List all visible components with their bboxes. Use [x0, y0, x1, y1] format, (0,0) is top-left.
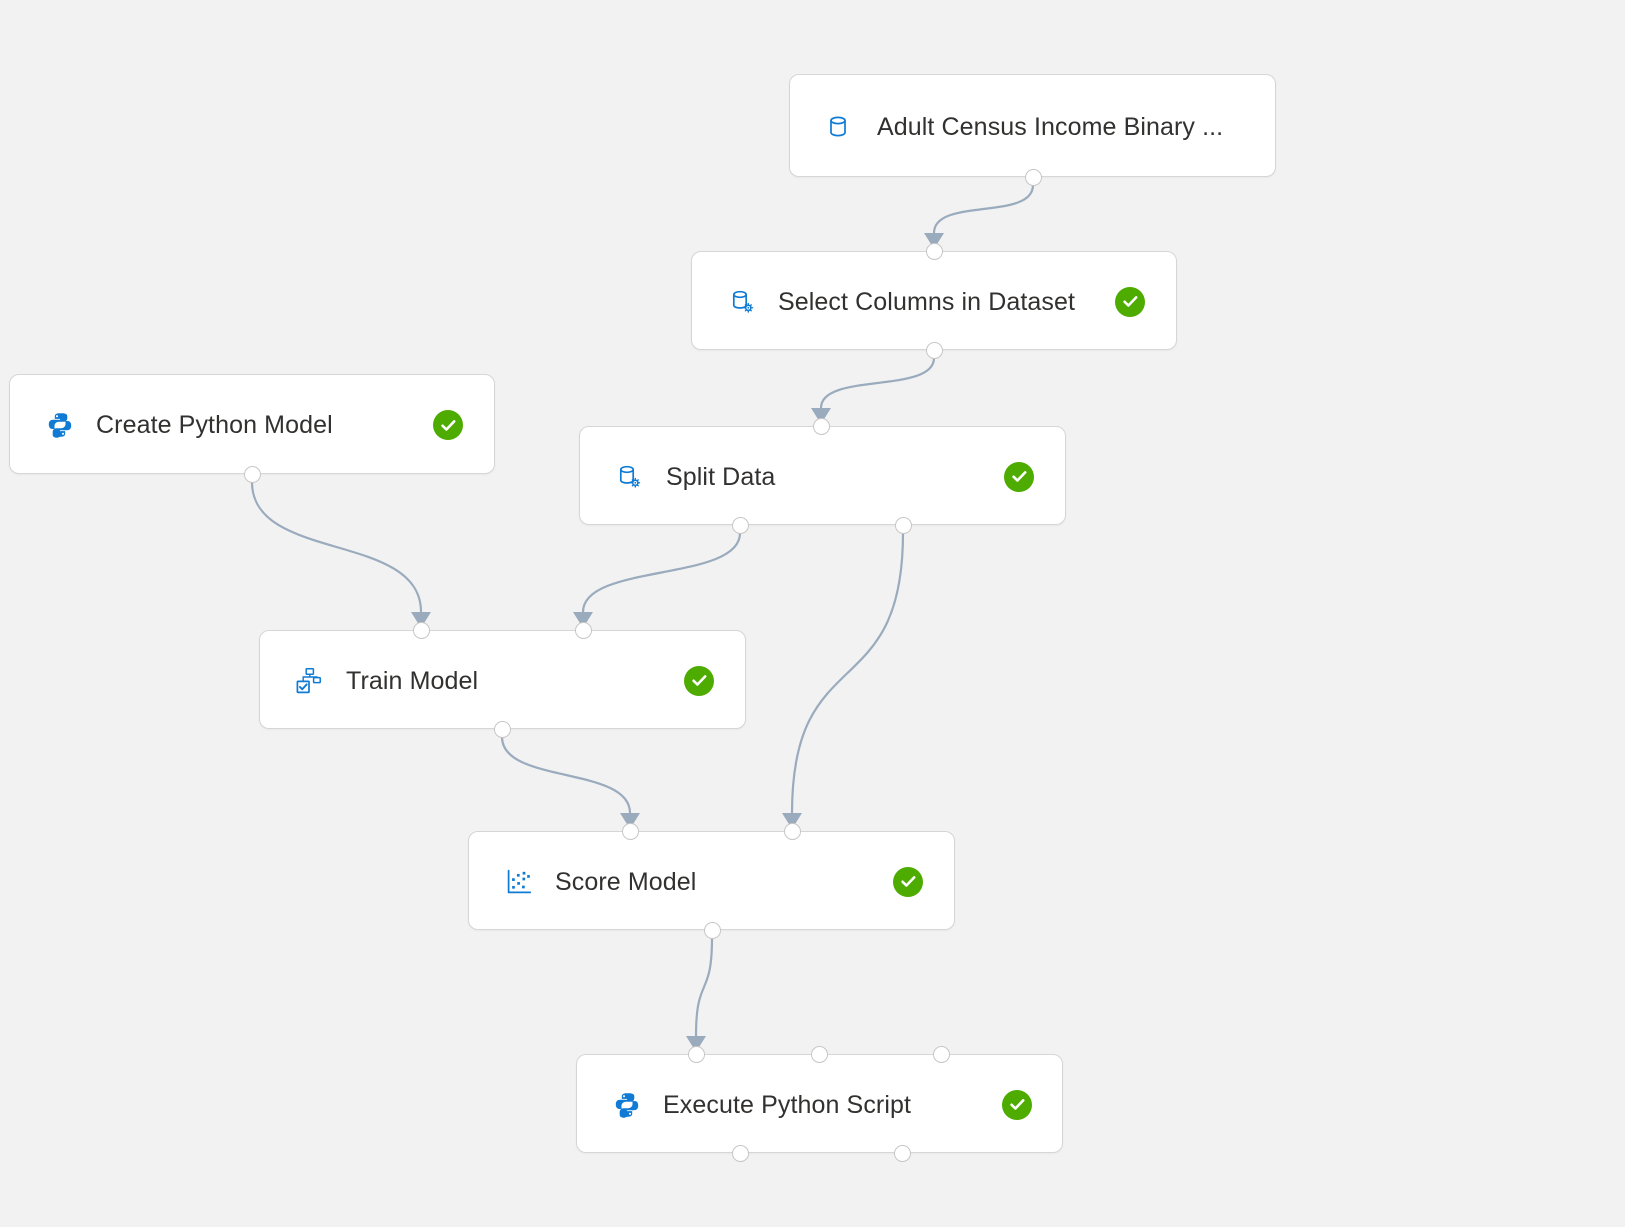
- output-port[interactable]: [243, 465, 261, 483]
- node-title: Score Model: [555, 867, 697, 896]
- python-icon: [45, 410, 75, 440]
- edge-census-to-select: [924, 184, 1035, 249]
- pipeline-node-score-model[interactable]: Score Model: [468, 831, 955, 930]
- edge-train-to-score: [500, 736, 640, 829]
- pipeline-node-adult-census-income-binary[interactable]: Adult Census Income Binary ...: [789, 74, 1276, 177]
- status-badge-success: [1115, 286, 1145, 317]
- dataset-settings-icon: [614, 462, 644, 492]
- input-port[interactable]: [412, 621, 430, 639]
- edge-split-to-score: [782, 532, 905, 829]
- edge-split-to-train: [573, 532, 742, 628]
- edge-select-to-split: [811, 357, 936, 424]
- input-port[interactable]: [932, 1045, 950, 1063]
- pipeline-node-execute-python-script[interactable]: Execute Python Script: [576, 1054, 1063, 1153]
- input-port[interactable]: [687, 1045, 705, 1063]
- node-title: Train Model: [346, 666, 479, 695]
- input-port[interactable]: [812, 417, 830, 435]
- node-title: Split Data: [666, 462, 776, 491]
- node-title: Adult Census Income Binary ...: [877, 112, 1224, 141]
- status-badge-success: [1004, 461, 1034, 492]
- pipeline-node-train-model[interactable]: Train Model: [259, 630, 746, 729]
- node-title: Create Python Model: [96, 411, 333, 439]
- output-port[interactable]: [703, 921, 721, 939]
- status-badge-success: [684, 665, 714, 696]
- node-title: Select Columns in Dataset: [778, 287, 1076, 316]
- edge-score-to-execute: [686, 937, 714, 1052]
- python-icon: [612, 1090, 642, 1120]
- input-port[interactable]: [783, 822, 801, 840]
- edge-createmodel-to-train: [250, 481, 431, 628]
- pipeline-node-split-data[interactable]: Split Data: [579, 426, 1066, 525]
- scatter-plot-icon: [504, 867, 534, 897]
- dataset-settings-icon: [727, 287, 757, 317]
- input-port[interactable]: [925, 242, 943, 260]
- output-port[interactable]: [893, 1144, 911, 1162]
- train-model-icon: [294, 666, 324, 696]
- output-port[interactable]: [731, 1144, 749, 1162]
- node-title: Execute Python Script: [663, 1090, 912, 1119]
- output-port[interactable]: [1024, 168, 1042, 186]
- pipeline-node-select-columns-in-dataset[interactable]: Select Columns in Dataset: [691, 251, 1177, 350]
- output-port[interactable]: [894, 516, 912, 534]
- input-port[interactable]: [810, 1045, 828, 1063]
- status-badge-success: [893, 866, 923, 897]
- output-port[interactable]: [493, 720, 511, 738]
- pipeline-node-create-python-model[interactable]: Create Python Model: [9, 374, 495, 474]
- input-port[interactable]: [621, 822, 639, 840]
- output-port[interactable]: [925, 341, 943, 359]
- status-badge-success: [1002, 1089, 1032, 1120]
- output-port[interactable]: [731, 516, 749, 534]
- input-port[interactable]: [574, 621, 592, 639]
- status-badge-success: [433, 410, 463, 440]
- dataset-cylinder-icon: [823, 112, 853, 142]
